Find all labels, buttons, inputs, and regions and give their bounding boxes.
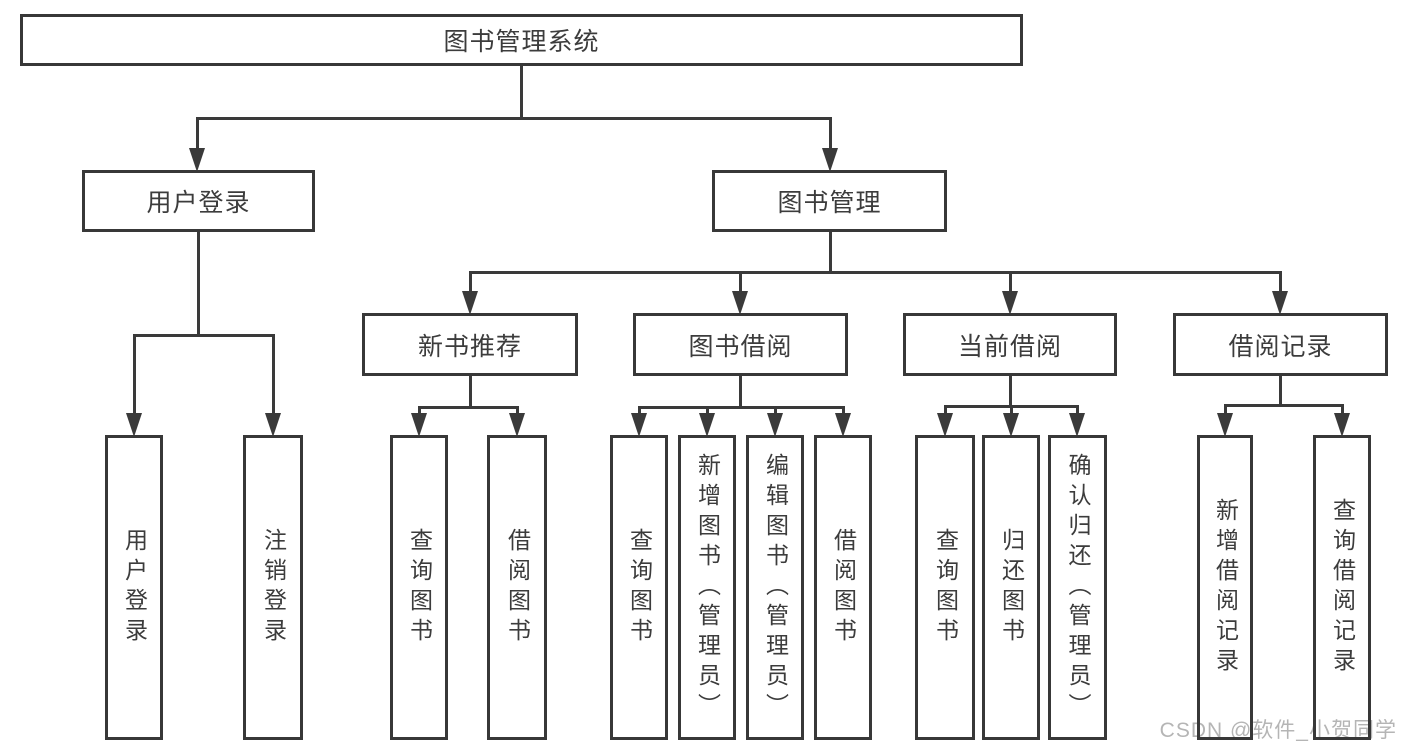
arrowhead-down-icon xyxy=(631,413,647,437)
arrowhead-down-icon xyxy=(462,291,478,315)
arrowhead-down-icon xyxy=(835,413,851,437)
arrowhead-down-icon xyxy=(509,413,525,437)
node-label: 新增借阅记录 xyxy=(1212,497,1239,678)
node-leaf-bb-edit: 编辑图书（管理员） xyxy=(746,435,804,740)
node-label: 注销登录 xyxy=(260,527,287,648)
node-label: 借阅记录 xyxy=(1228,332,1333,361)
node-label: 归还图书 xyxy=(998,527,1025,648)
node-leaf-logout: 注销登录 xyxy=(243,435,303,740)
arrowhead-down-icon xyxy=(1069,413,1085,437)
node-label: 查询图书 xyxy=(932,527,959,648)
connector-rail xyxy=(417,405,519,409)
connector-arrow-shaft xyxy=(515,406,519,417)
connector-arrow-shaft xyxy=(738,271,742,295)
arrowhead-down-icon xyxy=(699,413,715,437)
connector-arrow-shaft xyxy=(1340,404,1344,417)
connector-stem xyxy=(828,232,832,272)
connector-stem xyxy=(519,66,523,118)
arrowhead-down-icon xyxy=(1002,291,1018,315)
arrowhead-down-icon xyxy=(732,291,748,315)
connector-arrow-shaft xyxy=(468,271,472,295)
node-leaf-user-login: 用户登录 xyxy=(105,435,163,740)
connector-arrow-shaft xyxy=(195,117,199,152)
connector-arrow-shaft xyxy=(417,406,421,417)
arrowhead-down-icon xyxy=(189,148,205,172)
node-leaf-cb-return: 归还图书 xyxy=(982,435,1040,740)
node-label: 新书推荐 xyxy=(417,332,522,361)
node-user-login: 用户登录 xyxy=(82,170,315,232)
connector-arrow-shaft xyxy=(132,334,136,417)
connector-arrow-shaft xyxy=(271,334,275,417)
node-book-borrow: 图书借阅 xyxy=(633,313,848,376)
node-leaf-br-query: 查询借阅记录 xyxy=(1313,435,1371,740)
node-label: 查询图书 xyxy=(626,527,653,648)
arrowhead-down-icon xyxy=(411,413,427,437)
connector-arrow-shaft xyxy=(828,117,832,152)
node-new-book: 新书推荐 xyxy=(362,313,578,376)
node-leaf-bb-borrow: 借阅图书 xyxy=(814,435,872,740)
node-label: 当前借阅 xyxy=(957,332,1062,361)
connector-arrow-shaft xyxy=(1008,271,1012,295)
node-leaf-nb-query: 查询图书 xyxy=(390,435,448,740)
connector-rail xyxy=(1223,403,1344,407)
connector-rail xyxy=(195,116,832,120)
node-label: 图书借阅 xyxy=(688,332,793,361)
node-label: 图书管理 xyxy=(777,189,882,217)
node-leaf-bb-add: 新增图书（管理员） xyxy=(678,435,736,740)
arrowhead-down-icon xyxy=(937,413,953,437)
connector-rail xyxy=(637,405,845,409)
connector-stem xyxy=(738,376,742,407)
connector-stem xyxy=(196,232,200,335)
arrowhead-down-icon xyxy=(767,413,783,437)
connector-stem xyxy=(468,376,472,407)
node-leaf-bb-query: 查询图书 xyxy=(610,435,668,740)
arrowhead-down-icon xyxy=(265,413,281,437)
watermark: CSDN @软件_小贺同学 xyxy=(1159,719,1397,742)
connector-arrow-shaft xyxy=(637,406,641,417)
node-current-borrow: 当前借阅 xyxy=(903,313,1117,376)
node-label: 借阅图书 xyxy=(830,527,857,648)
node-label: 查询借阅记录 xyxy=(1329,497,1356,678)
arrowhead-down-icon xyxy=(1272,291,1288,315)
connector-arrow-shaft xyxy=(773,406,777,417)
connector-arrow-shaft xyxy=(943,405,947,417)
connector-rail xyxy=(468,270,1282,274)
arrowhead-down-icon xyxy=(1217,413,1233,437)
connector-arrow-shaft xyxy=(1223,404,1227,417)
node-label: 用户登录 xyxy=(146,189,251,217)
arrowhead-down-icon xyxy=(1003,413,1019,437)
connector-rail xyxy=(132,333,275,337)
node-leaf-nb-borrow: 借阅图书 xyxy=(487,435,547,740)
connector-arrow-shaft xyxy=(841,406,845,417)
node-label: 图书管理系统 xyxy=(443,28,600,56)
node-label: 借阅图书 xyxy=(504,527,531,648)
node-label: 用户登录 xyxy=(121,527,148,648)
arrowhead-down-icon xyxy=(1334,413,1350,437)
connector-arrow-shaft xyxy=(705,406,709,417)
node-label: 编辑图书（管理员） xyxy=(762,452,789,723)
node-book-mgmt: 图书管理 xyxy=(712,170,947,232)
connector-stem xyxy=(1008,376,1012,406)
connector-arrow-shaft xyxy=(1278,271,1282,295)
node-leaf-cb-confirm: 确认归还（管理员） xyxy=(1048,435,1107,740)
node-label: 查询图书 xyxy=(406,527,433,648)
connector-arrow-shaft xyxy=(1009,405,1013,417)
node-leaf-br-add: 新增借阅记录 xyxy=(1197,435,1253,740)
node-leaf-cb-query: 查询图书 xyxy=(915,435,975,740)
connector-stem xyxy=(1278,376,1282,405)
node-borrow-records: 借阅记录 xyxy=(1173,313,1388,376)
arrowhead-down-icon xyxy=(126,413,142,437)
node-label: 新增图书（管理员） xyxy=(694,452,721,723)
arrowhead-down-icon xyxy=(822,148,838,172)
node-label: 确认归还（管理员） xyxy=(1065,452,1091,723)
node-root: 图书管理系统 xyxy=(20,14,1023,66)
connector-arrow-shaft xyxy=(1075,405,1079,417)
